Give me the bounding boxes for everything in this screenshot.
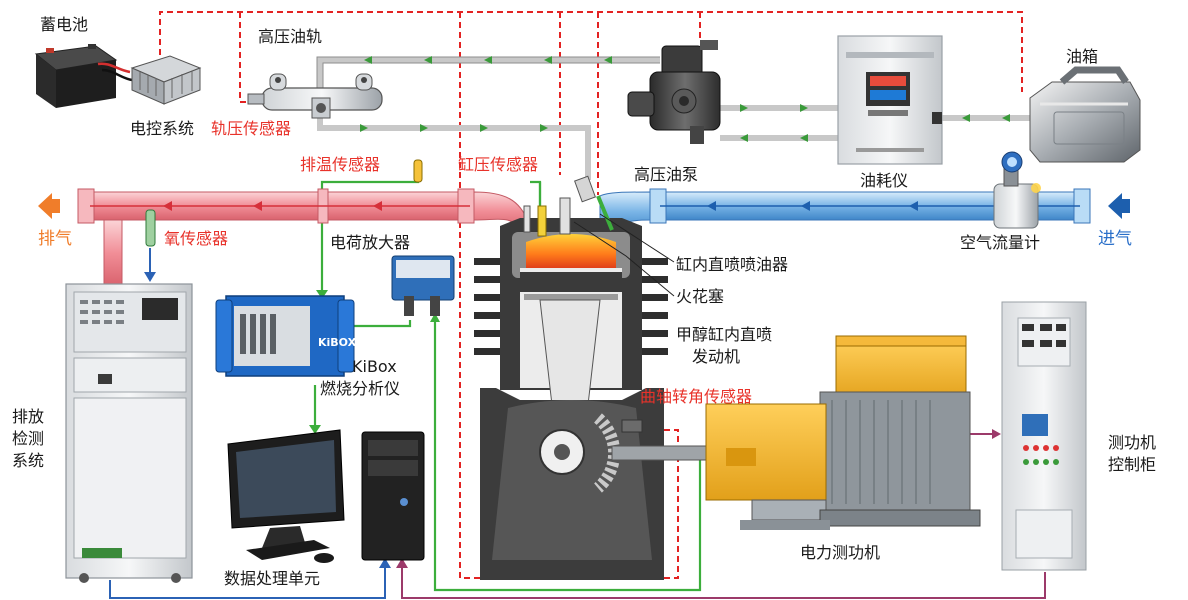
label-crank-angle-sensor: 曲轴转角传感器 <box>640 387 752 406</box>
label-airflow-meter: 空气流量计 <box>960 233 1040 252</box>
fuel-flow-arrows <box>360 56 1010 142</box>
dyno-control-cabinet <box>1001 301 1087 571</box>
label-engine-line2: 发动机 <box>692 347 740 366</box>
fuel-consumption-meter <box>837 35 943 165</box>
label-rail-pressure-sensor: 轨压传感器 <box>211 119 291 138</box>
label-exhaust-temp-sensor: 排温传感器 <box>300 155 380 174</box>
label-emission-line1: 排放 <box>12 407 44 426</box>
label-emission-line3: 系统 <box>12 451 44 470</box>
electric-dynamometer <box>705 335 981 530</box>
label-dyno-ctrl-line1: 测功机 <box>1108 433 1156 452</box>
label-emission-line2: 检测 <box>12 429 44 448</box>
label-cylinder-pressure-sensor: 缸压传感器 <box>458 155 538 174</box>
ecu-control-lines <box>159 11 1023 579</box>
label-exhaust: 排气 <box>38 229 72 249</box>
label-dynamometer: 电力测功机 <box>800 543 880 562</box>
blue-signal-lines <box>109 248 386 599</box>
blue-arrowheads <box>144 272 391 568</box>
label-high-pressure-pump: 高压油泵 <box>634 165 698 184</box>
label-dyno-ctrl-line2: 控制柜 <box>1108 455 1156 474</box>
high-pressure-pump <box>627 40 721 144</box>
charge-amplifier <box>391 255 455 316</box>
high-pressure-rail <box>247 73 383 119</box>
label-combustion-analyzer: 燃烧分析仪 <box>320 379 400 398</box>
kibox-analyzer: KiBOX <box>215 295 357 377</box>
kibox-logo: KiBOX <box>318 336 357 349</box>
intake-in-arrow <box>1108 193 1130 219</box>
label-fuel-meter: 油耗仪 <box>860 171 908 190</box>
emission-analyzer-cabinet <box>65 283 193 583</box>
data-processing-computer <box>227 429 425 563</box>
label-oxygen-sensor: 氧传感器 <box>164 229 228 248</box>
ecu-module <box>130 55 202 105</box>
label-injector: 缸内直喷喷油器 <box>676 255 788 274</box>
leader-lines <box>573 213 675 297</box>
label-intake: 进气 <box>1098 229 1132 249</box>
battery <box>34 44 133 108</box>
fuel-tank <box>1029 66 1141 163</box>
label-fuel-tank: 油箱 <box>1066 47 1098 66</box>
label-spark-plug: 火花塞 <box>676 287 724 306</box>
exhaust-out-arrow <box>38 193 60 219</box>
airflow-meter <box>993 151 1041 229</box>
label-engine-line1: 甲醇缸内直喷 <box>676 325 772 344</box>
label-high-pressure-rail: 高压油轨 <box>258 27 322 46</box>
label-kibox: KiBox <box>352 357 397 376</box>
label-charge-amplifier: 电荷放大器 <box>330 233 410 252</box>
purple-arrowheads <box>396 429 1001 568</box>
label-ecu: 电控系统 <box>130 119 194 138</box>
labels-layer: 蓄电池 电控系统 轨压传感器 高压油轨 排温传感器 缸压传感器 高压油泵 油耗仪… <box>12 15 1156 588</box>
label-data-processing-unit: 数据处理单元 <box>224 569 320 588</box>
label-battery: 蓄电池 <box>40 15 88 34</box>
engine <box>145 159 723 580</box>
